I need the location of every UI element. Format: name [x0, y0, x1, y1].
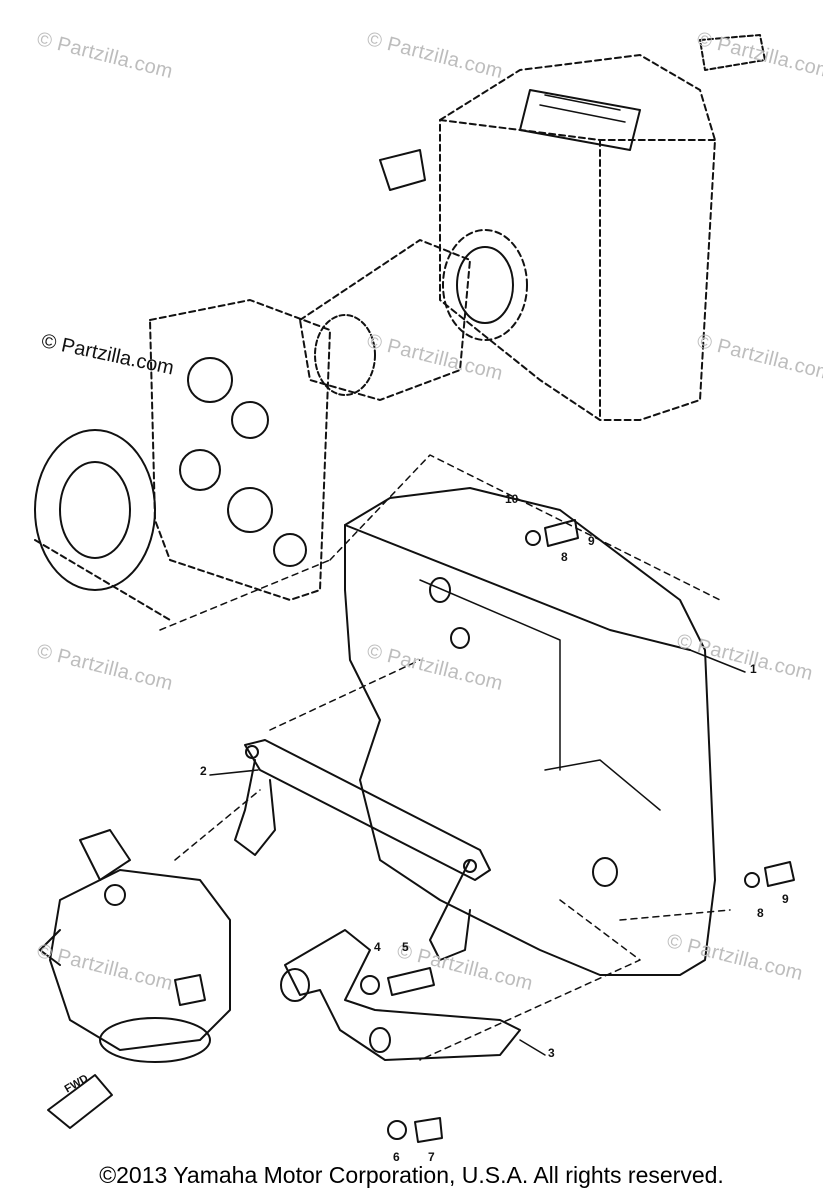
throttle-link-part-2	[209, 739, 491, 961]
intake-joint	[299, 229, 528, 401]
callout-part-2: 2	[200, 764, 207, 778]
callout-part-9: 9	[782, 892, 789, 906]
callout-part-7: 7	[428, 1150, 435, 1164]
copyright-notice: ©2013 Yamaha Motor Corporation, U.S.A. A…	[99, 1162, 724, 1188]
callout-part-9: 9	[588, 534, 595, 548]
carburetor	[39, 829, 231, 1063]
fwd-arrow	[47, 1074, 113, 1129]
callout-part-1: 1	[750, 662, 757, 676]
fasteners	[360, 519, 795, 1143]
flange-disc	[34, 429, 171, 621]
callout-part-10: 10	[505, 492, 519, 506]
cover-part-1	[344, 487, 746, 976]
callout-part-5: 5	[402, 940, 409, 954]
air-cleaner-box	[379, 34, 766, 421]
reference-lines	[159, 454, 731, 1061]
callout-part-4: 4	[374, 940, 381, 954]
gasket-plate	[149, 299, 331, 601]
callout-part-6: 6	[393, 1150, 400, 1164]
callout-part-8: 8	[757, 906, 764, 920]
callout-part-3: 3	[548, 1046, 555, 1060]
callout-part-8: 8	[561, 550, 568, 564]
bracket-part-3	[280, 929, 546, 1061]
